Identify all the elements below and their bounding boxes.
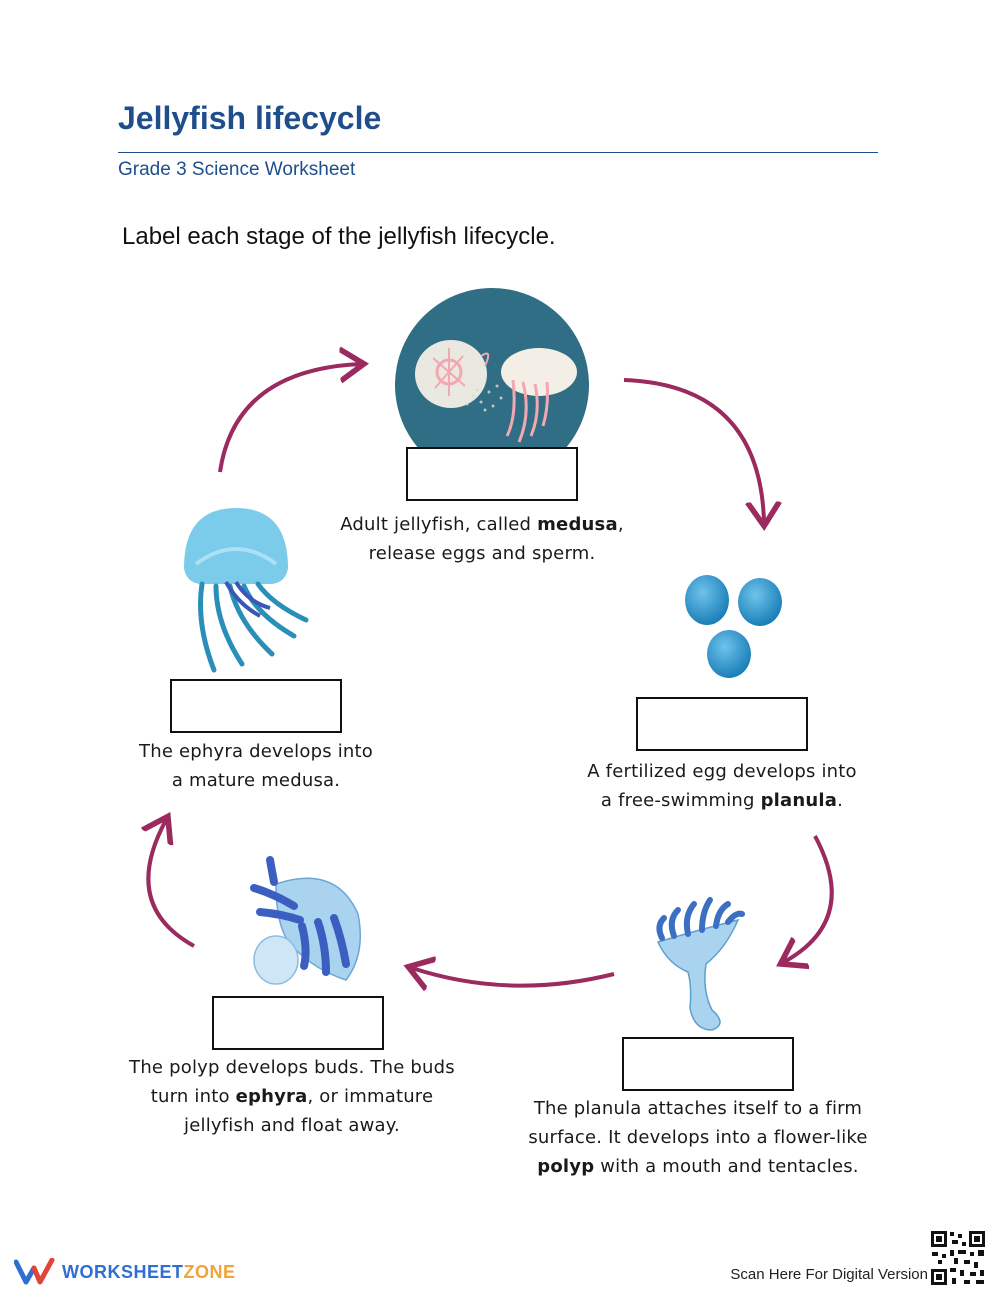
arrow-polyp-to-ephyra	[412, 968, 615, 986]
medusa-illustration	[395, 288, 589, 482]
page-subtitle: Grade 3 Science Worksheet	[118, 159, 356, 180]
label-box-egg[interactable]	[636, 697, 808, 751]
polyp-illustration	[656, 897, 745, 1031]
arrow-ephyra-to-mature	[148, 820, 195, 948]
ephyra-illustration	[250, 856, 361, 985]
label-box-ephyra[interactable]	[212, 996, 384, 1050]
arrow-mature-to-medusa	[218, 364, 360, 473]
title-divider	[118, 152, 878, 153]
egg-description: A fertilized egg develops into a free-sw…	[587, 761, 857, 811]
medusa-description: Adult jellyfish, called medusa, release …	[340, 514, 624, 564]
arrow-egg-to-polyp	[784, 835, 834, 962]
worksheetzone-logo-icon	[14, 1258, 55, 1285]
polyp-description: The planula attaches itself to a firm su…	[528, 1098, 868, 1177]
brand-wordmark[interactable]: WORKSHEETZONE	[62, 1262, 236, 1282]
qr-code-icon[interactable]	[930, 1230, 986, 1286]
page-title: Jellyfish lifecycle	[118, 100, 382, 136]
label-box-mature[interactable]	[170, 679, 342, 733]
mature-jellyfish-illustration	[184, 508, 309, 673]
scan-text: Scan Here For Digital Version	[730, 1266, 928, 1283]
label-box-polyp[interactable]	[622, 1037, 794, 1091]
label-box-medusa[interactable]	[406, 447, 578, 501]
instruction-text: Label each stage of the jellyfish lifecy…	[122, 223, 556, 250]
arrow-medusa-to-egg	[623, 378, 764, 522]
egg-illustration	[685, 575, 782, 678]
ephyra-description: The polyp develops buds. The buds turn i…	[129, 1057, 455, 1136]
mature-description: The ephyra develops into a mature medusa…	[139, 741, 373, 791]
